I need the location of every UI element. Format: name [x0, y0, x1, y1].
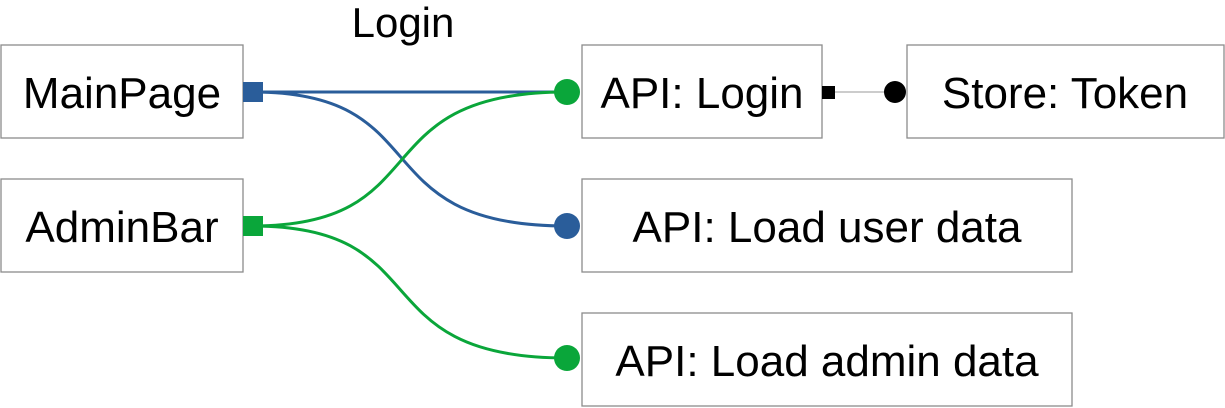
node-api-login[interactable]: API: Login: [581, 44, 823, 139]
edge-adminbar-to-login: [252, 90, 567, 228]
node-store-token-label: Store: Token: [942, 69, 1188, 118]
login-input-port[interactable]: [554, 79, 580, 105]
load-admin-input-port[interactable]: [554, 345, 580, 371]
node-admin-bar-label: AdminBar: [25, 203, 218, 252]
node-api-login-box: [581, 44, 823, 139]
node-admin-bar-box: [0, 178, 244, 273]
load-user-input-port[interactable]: [554, 213, 580, 239]
adminbar-output-port[interactable]: [243, 216, 263, 236]
node-api-login-label: API: Login: [600, 69, 803, 118]
mainpage-output-port[interactable]: [243, 82, 263, 102]
node-main-page-label: MainPage: [23, 69, 221, 118]
node-api-load-admin-data[interactable]: API: Load admin data: [581, 312, 1073, 407]
store-token-input-port[interactable]: [884, 81, 906, 103]
node-store-token[interactable]: Store: Token: [906, 44, 1225, 139]
node-main-page[interactable]: MainPage: [0, 44, 244, 139]
edge-mainpage-to-load-user: [252, 90, 567, 228]
diagram-title: Login: [352, 0, 455, 46]
node-store-token-box: [906, 44, 1225, 139]
node-admin-bar[interactable]: AdminBar: [0, 178, 244, 273]
node-api-load-user-data-box: [581, 178, 1073, 273]
login-output-port[interactable]: [822, 86, 835, 99]
node-api-load-admin-data-label: API: Load admin data: [615, 337, 1039, 386]
edge-adminbar-to-load-admin: [252, 224, 567, 360]
node-api-load-admin-data-box: [581, 312, 1073, 407]
node-main-page-box: [0, 44, 244, 139]
node-api-load-user-data-label: API: Load user data: [633, 203, 1022, 252]
node-api-load-user-data[interactable]: API: Load user data: [581, 178, 1073, 273]
